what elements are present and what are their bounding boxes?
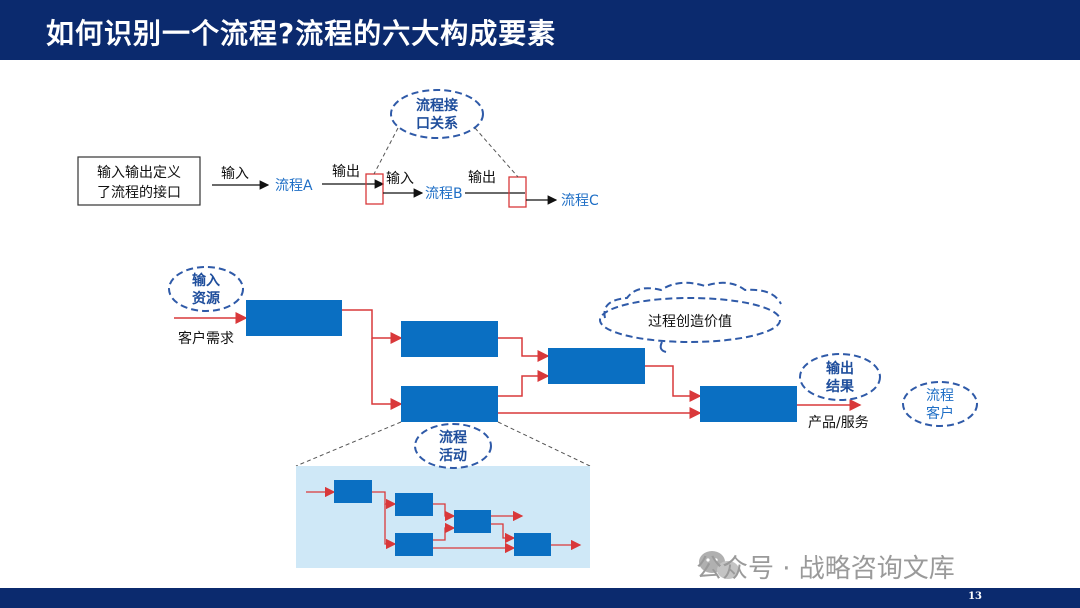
interface-line2: 口关系	[416, 115, 458, 132]
process-box-3	[401, 386, 498, 422]
definition-line1: 输入输出定义	[97, 165, 181, 181]
interface-marker-2	[508, 176, 527, 208]
process-customer-ellipse	[902, 381, 978, 427]
interface-ellipse	[390, 89, 484, 139]
connector-1-2	[342, 309, 403, 344]
output-label-2: 输出	[468, 170, 496, 186]
output-line1: 输出	[826, 360, 854, 377]
interface-marker-1	[365, 173, 384, 205]
interface-leader-2	[474, 127, 519, 178]
customer-line2: 客户	[926, 405, 954, 422]
connector-3-4	[498, 370, 550, 397]
output-result-ellipse	[799, 353, 881, 401]
process-box-5	[700, 386, 797, 422]
activity-flow	[306, 480, 582, 556]
customer-line1: 流程	[926, 388, 954, 404]
process-c-label: 流程C	[561, 193, 599, 209]
product-service-label: 产品/服务	[808, 415, 869, 431]
watermark: 公众号 · 战略咨询文库	[696, 554, 955, 584]
input-label-2: 输入	[386, 171, 414, 187]
activity-line2: 活动	[439, 447, 467, 464]
page-number: 13	[968, 591, 982, 602]
output-line2: 结果	[826, 378, 855, 395]
footer-bar: 13	[0, 588, 1080, 608]
activity-line1: 流程	[439, 429, 467, 446]
process-box-2	[401, 321, 498, 357]
zoom-leader-left	[295, 421, 402, 467]
value-cloud	[599, 281, 782, 353]
process-box-1	[246, 300, 342, 336]
output-label-1: 输出	[332, 164, 360, 180]
connector-2-4	[498, 337, 550, 362]
process-a-label: 流程A	[275, 178, 313, 194]
definition-box	[77, 156, 201, 206]
page-title: 如何识别一个流程?流程的六大构成要素	[46, 17, 557, 50]
process-activity-ellipse	[414, 423, 492, 469]
wechat-icon	[699, 551, 739, 579]
input-label-1: 输入	[221, 166, 249, 182]
input-resource-ellipse	[168, 266, 244, 312]
definition-line2: 了流程的接口	[97, 184, 181, 201]
zoom-leader-right	[497, 421, 591, 467]
title-bar: 如何识别一个流程?流程的六大构成要素	[0, 0, 1080, 60]
process-box-4	[548, 348, 645, 384]
connector-1-3	[371, 338, 403, 410]
connector-4-5	[645, 365, 702, 402]
value-cloud-label: 过程创造价值	[648, 314, 732, 330]
interface-leader-1	[373, 127, 399, 175]
interface-line1: 流程接	[416, 97, 458, 114]
customer-need-label: 客户需求	[178, 330, 234, 347]
process-b-label: 流程B	[425, 186, 463, 202]
input-line2: 资源	[192, 290, 220, 307]
input-line1: 输入	[192, 272, 220, 289]
